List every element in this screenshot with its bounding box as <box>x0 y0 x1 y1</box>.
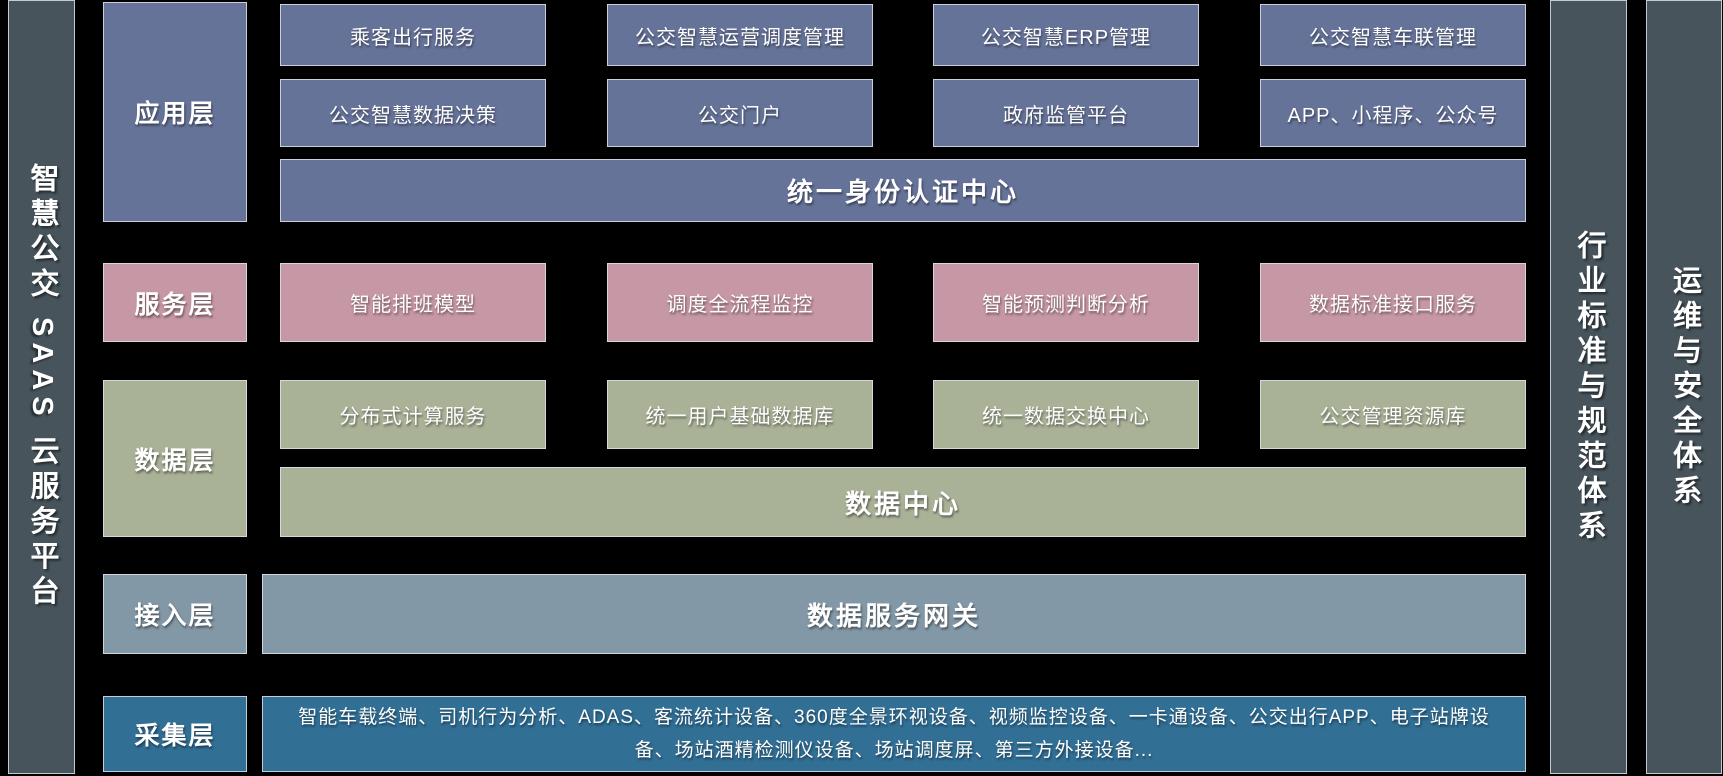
data-center-box: 数据中心 <box>280 467 1526 537</box>
application-box-passenger-travel: 乘客出行服务 <box>280 4 546 66</box>
application-box-app-miniprogram: APP、小程序、公众号 <box>1260 79 1526 147</box>
service-box-prediction-analysis: 智能预测判断分析 <box>933 263 1199 342</box>
access-layer-label: 接入层 <box>103 574 247 654</box>
identity-center-box: 统一身份认证中心 <box>280 159 1526 222</box>
data-box-distributed-computing: 分布式计算服务 <box>280 380 546 449</box>
collection-devices-box: 智能车载终端、司机行为分析、ADAS、客流统计设备、360度全景环视设备、视频监… <box>262 696 1526 772</box>
service-box-standard-api: 数据标准接口服务 <box>1260 263 1526 342</box>
application-box-vehicle-link: 公交智慧车联管理 <box>1260 4 1526 66</box>
data-box-data-exchange-center: 统一数据交换中心 <box>933 380 1199 449</box>
service-box-dispatch-monitoring: 调度全流程监控 <box>607 263 873 342</box>
data-box-bus-resource-db: 公交管理资源库 <box>1260 380 1526 449</box>
application-box-erp: 公交智慧ERP管理 <box>933 4 1199 66</box>
application-box-gov-supervision: 政府监管平台 <box>933 79 1199 147</box>
data-gateway-box: 数据服务网关 <box>262 574 1526 654</box>
application-box-data-decision: 公交智慧数据决策 <box>280 79 546 147</box>
data-layer-label: 数据层 <box>103 380 247 537</box>
left-platform-bar-label: 智慧公交 SAAS 云服务平台 <box>26 163 58 611</box>
left-platform-bar: 智慧公交 SAAS 云服务平台 <box>8 0 75 774</box>
industry-standards-bar-label: 行业标准与规范体系 <box>1573 229 1605 545</box>
service-box-scheduling-model: 智能排班模型 <box>280 263 546 342</box>
ops-security-bar-label: 运维与安全体系 <box>1668 264 1701 510</box>
application-box-operation-dispatch: 公交智慧运营调度管理 <box>607 4 873 66</box>
data-box-user-base-db: 统一用户基础数据库 <box>607 380 873 449</box>
ops-security-bar: 运维与安全体系 <box>1646 0 1722 774</box>
application-layer-label: 应用层 <box>103 2 247 222</box>
service-layer-label: 服务层 <box>103 263 247 342</box>
collection-layer-label: 采集层 <box>103 696 247 772</box>
application-box-portal: 公交门户 <box>607 79 873 147</box>
industry-standards-bar: 行业标准与规范体系 <box>1550 0 1627 774</box>
